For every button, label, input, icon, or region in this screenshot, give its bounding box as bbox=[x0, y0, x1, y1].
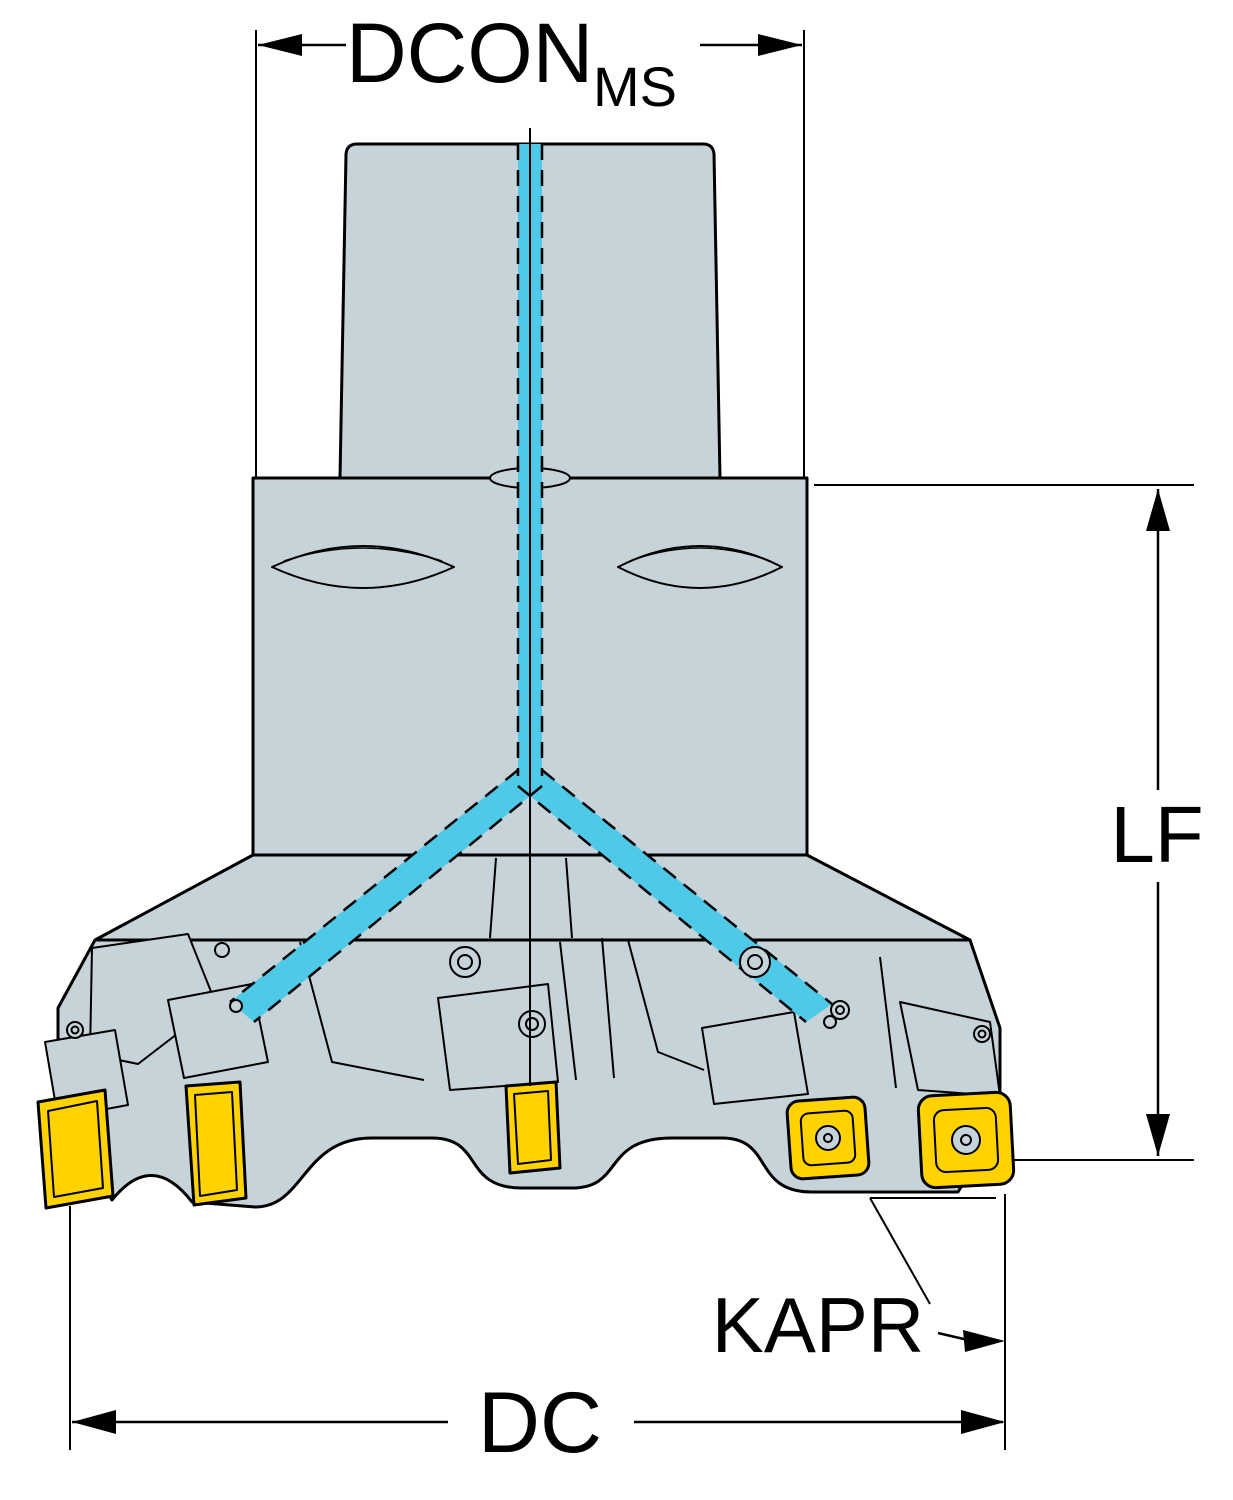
arrowhead-left bbox=[258, 34, 302, 56]
insert-center-outer bbox=[504, 1080, 562, 1175]
pocket-edge bbox=[879, 956, 897, 1089]
insert-left2-outer bbox=[184, 1080, 248, 1207]
insert-far-right-inner bbox=[932, 1106, 1000, 1174]
insert-right-screw bbox=[815, 1125, 841, 1151]
torx-screw-inner bbox=[457, 954, 473, 970]
pocket-edge bbox=[565, 857, 573, 939]
clamp-screw-inner bbox=[977, 1029, 987, 1039]
pocket-edge bbox=[489, 857, 497, 939]
arrowhead-left bbox=[72, 1410, 116, 1434]
drive-slot-left bbox=[271, 545, 455, 589]
pocket-edge bbox=[601, 937, 615, 1079]
coolant-dashed-outline bbox=[229, 769, 519, 1003]
pocket-edge bbox=[559, 941, 577, 1081]
insert-left-inner bbox=[47, 1100, 104, 1198]
insert-far-right-screw-dot bbox=[960, 1134, 972, 1146]
lf-label: LF bbox=[1110, 790, 1203, 879]
insert-right bbox=[785, 1095, 871, 1181]
clamp-screw bbox=[214, 942, 230, 958]
arrowhead-right bbox=[961, 1410, 1005, 1434]
dimension-lf: LF bbox=[814, 484, 1204, 1161]
angle-leader-line bbox=[869, 1197, 931, 1305]
dc-label: DC bbox=[478, 1375, 602, 1471]
drive-slot-right-shade bbox=[629, 547, 771, 562]
insert-right-inner bbox=[799, 1109, 857, 1167]
insert-far-right-screw bbox=[951, 1125, 981, 1155]
clamp-screw-inner bbox=[835, 1005, 845, 1015]
dcon-sub-label: MS bbox=[593, 55, 677, 118]
insert-left2-inner bbox=[194, 1091, 238, 1197]
torx-screw-inner bbox=[747, 954, 763, 970]
dcon-label: DCON bbox=[346, 6, 593, 100]
coolant-branch-left bbox=[230, 770, 542, 1022]
screws-group bbox=[66, 942, 991, 1043]
arrowhead-up bbox=[1146, 489, 1170, 531]
inserts-group bbox=[36, 1080, 1016, 1210]
insert-far-right bbox=[916, 1090, 1016, 1190]
insert-center-inner bbox=[513, 1090, 552, 1165]
arrowhead-down bbox=[1146, 1114, 1170, 1156]
coolant-outlet bbox=[229, 999, 243, 1013]
arrowhead-right bbox=[758, 34, 802, 56]
arrowhead-right bbox=[963, 1330, 1005, 1352]
arrow-line bbox=[937, 1331, 969, 1342]
insert-left-outer bbox=[36, 1088, 115, 1210]
pocket-facet bbox=[701, 1011, 809, 1105]
kapr-label: KAPR bbox=[712, 1281, 924, 1369]
coolant-dashed-outline bbox=[253, 785, 543, 1023]
clamp-screw-inner bbox=[70, 1025, 80, 1035]
coolant-outlet bbox=[823, 1015, 837, 1029]
dimension-kapr: KAPR bbox=[712, 1197, 1005, 1369]
pocket-edge bbox=[627, 939, 705, 1071]
coolant-dashed-outline bbox=[517, 785, 807, 1023]
pocket-facet bbox=[437, 983, 559, 1091]
drive-slot-right bbox=[617, 545, 783, 589]
dimension-dc: DC bbox=[69, 1194, 1006, 1471]
dimension-dconms: DCON MS bbox=[255, 6, 805, 478]
pocket-edge bbox=[299, 941, 425, 1081]
insert-right-screw-dot bbox=[823, 1133, 833, 1143]
coolant-dashed-outline bbox=[541, 769, 833, 1005]
wedge-screw-inner bbox=[525, 1017, 539, 1031]
drive-slot-left-shade bbox=[283, 547, 443, 562]
